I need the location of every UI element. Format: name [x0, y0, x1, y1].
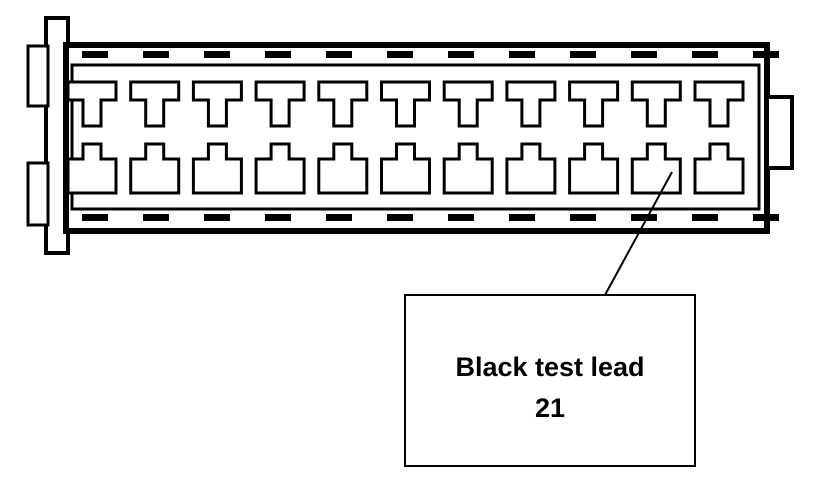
rail-segment-bottom [204, 214, 230, 221]
rail-segment-bottom [631, 214, 657, 221]
rail-segment-top [82, 51, 108, 58]
cavity-top-7 [442, 80, 494, 128]
rail-segment-top [448, 51, 474, 58]
rail-segment-bottom [265, 214, 291, 221]
cavity-bottom-1 [66, 142, 118, 195]
cavity-top-8 [505, 80, 557, 128]
cavity-top-10 [630, 80, 682, 128]
callout-label: Black test lead [455, 352, 644, 382]
cavity-bottom-4 [254, 142, 306, 195]
rail-segment-bottom [387, 214, 413, 221]
rail-segment-top [692, 51, 718, 58]
rail-segment-top [326, 51, 352, 58]
cavity-top-4 [254, 80, 306, 128]
rail-segment-bottom [509, 214, 535, 221]
rail-segment-top [265, 51, 291, 58]
cavity-top-3 [191, 80, 243, 128]
cavity-top-2 [129, 80, 181, 128]
cavity-bottom-9 [568, 142, 620, 195]
cavity-bottom-5 [317, 142, 369, 195]
cavity-top-1 [66, 80, 118, 128]
rail-segment-top [387, 51, 413, 58]
cavity-top-9 [568, 80, 620, 128]
callout-pin-number: 21 [535, 393, 565, 423]
cavity-bottom-7 [442, 142, 494, 195]
callout-box: Black test lead 21 [404, 294, 696, 467]
rail-segment-top [204, 51, 230, 58]
cavity-bottom-11 [693, 142, 745, 195]
rail-segment-bottom [570, 214, 596, 221]
housing-rails [82, 51, 779, 221]
cavity-bottom-6 [380, 142, 431, 195]
rail-segment-bottom [326, 214, 352, 221]
rail-segment-top [143, 51, 169, 58]
leader-line [604, 171, 673, 296]
terminal-cavities [66, 80, 745, 195]
rail-segment-top [753, 51, 779, 58]
cavity-top-5 [317, 80, 369, 128]
cavity-top-11 [693, 80, 745, 128]
rail-segment-bottom [692, 214, 718, 221]
rail-segment-top [631, 51, 657, 58]
cavity-bottom-2 [129, 142, 181, 195]
rail-segment-bottom [753, 214, 779, 221]
rail-segment-top [570, 51, 596, 58]
cavity-top-6 [380, 80, 431, 128]
rail-segment-bottom [143, 214, 169, 221]
rail-segment-top [509, 51, 535, 58]
cavity-bottom-3 [191, 142, 243, 195]
rail-segment-bottom [448, 214, 474, 221]
cavity-bottom-8 [505, 142, 557, 195]
rail-segment-bottom [82, 214, 108, 221]
